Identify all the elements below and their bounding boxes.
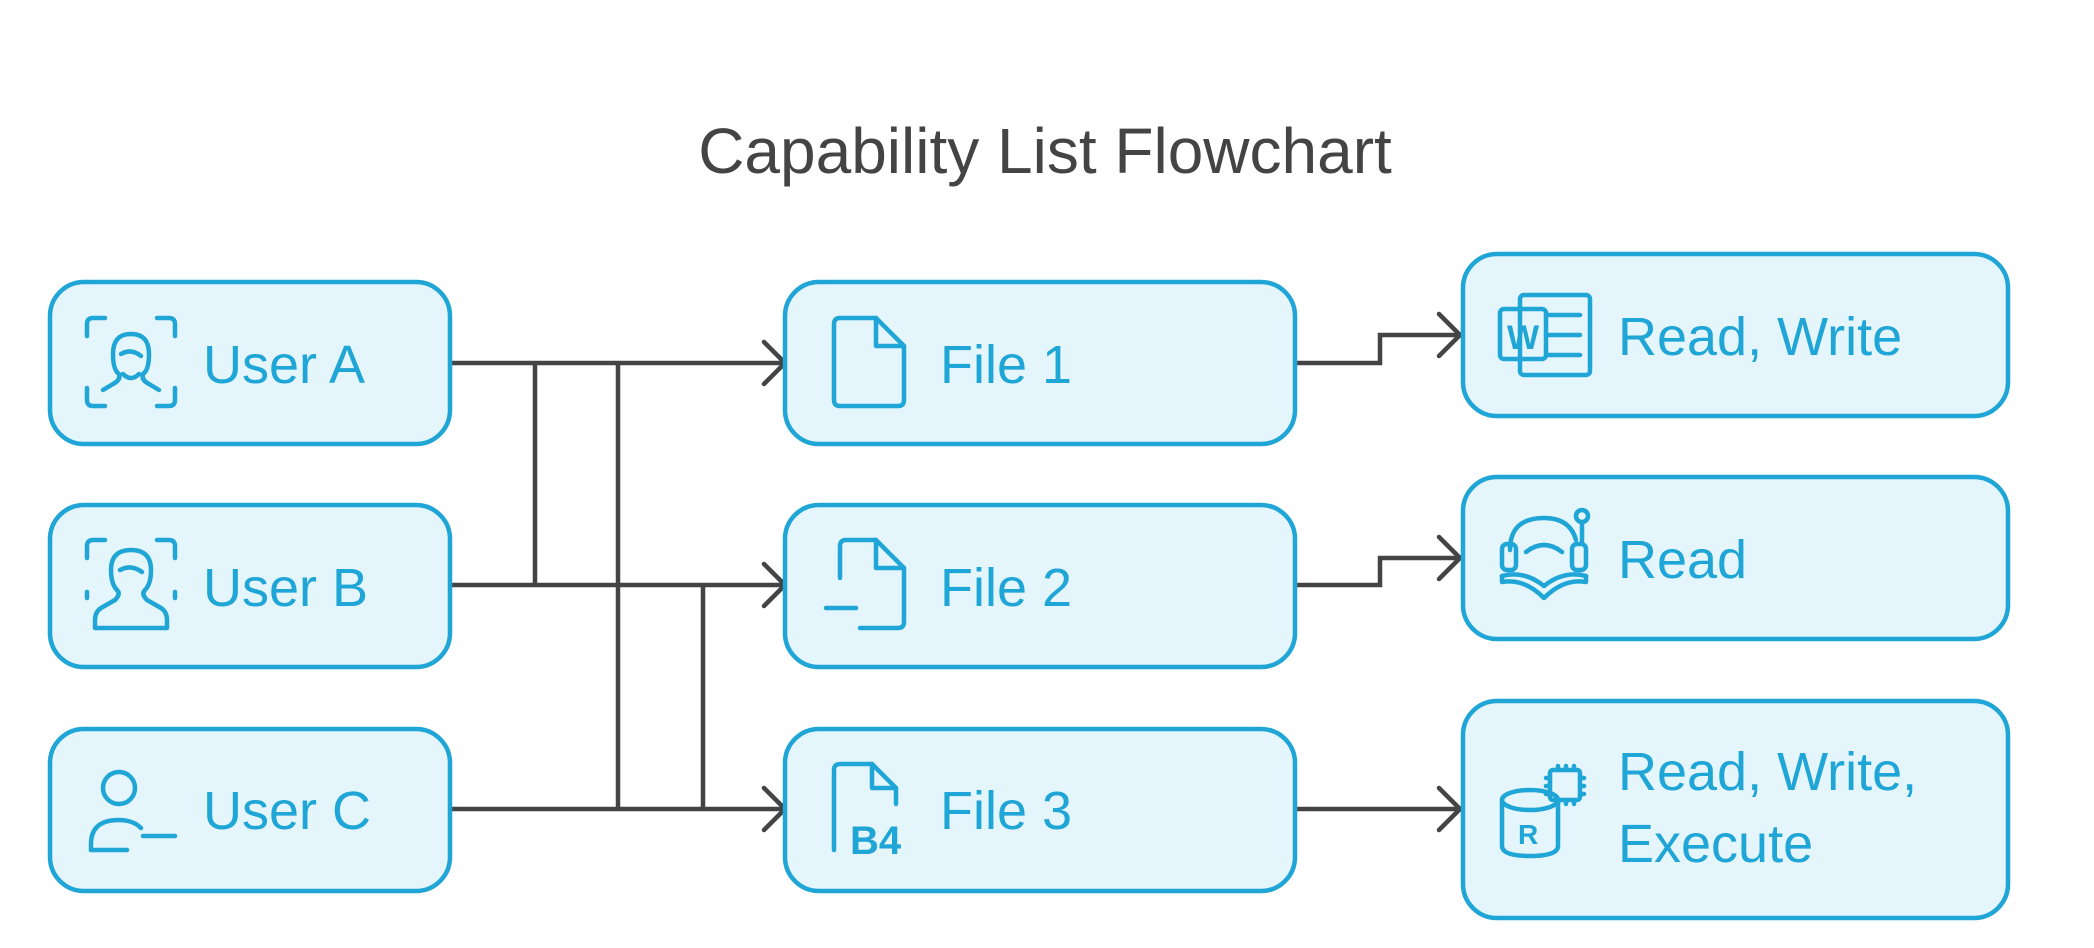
connectors bbox=[450, 311, 1463, 833]
reading-headset-icon bbox=[1499, 507, 1591, 601]
file-icon bbox=[831, 315, 907, 409]
user-face-scan-icon bbox=[84, 315, 178, 409]
file-2-label: File 2 bbox=[940, 558, 1072, 618]
connector-file-2-read bbox=[1295, 555, 1460, 588]
database-chip-icon: R bbox=[1499, 763, 1587, 859]
word-document-icon-text: W bbox=[1507, 319, 1540, 357]
file-3-label: File 3 bbox=[940, 781, 1072, 841]
read-label: Read bbox=[1618, 530, 1747, 590]
connector-file-1-read-write bbox=[1295, 332, 1460, 366]
file-node-file-3[interactable]: B4 File 3 bbox=[782, 726, 1298, 894]
file-1-label: File 1 bbox=[940, 335, 1072, 395]
read-write-label: Read, Write bbox=[1618, 307, 1902, 367]
arrowhead-read-write-execute bbox=[1436, 785, 1463, 833]
diagram-title: Capability List Flowchart bbox=[698, 115, 1392, 187]
user-minus-icon bbox=[88, 769, 178, 853]
word-document-icon: W bbox=[1497, 292, 1593, 378]
arrowhead-read-write bbox=[1436, 311, 1463, 359]
read-write-execute-label-line-1: Read, Write, bbox=[1618, 742, 1917, 802]
user-a-label: User A bbox=[203, 335, 365, 395]
user-c-label: User C bbox=[203, 781, 371, 841]
user-node-user-a[interactable]: User A bbox=[47, 279, 453, 447]
user-node-user-c[interactable]: User C bbox=[47, 726, 453, 894]
arrowhead-read bbox=[1436, 534, 1463, 582]
capability-node-read-write[interactable]: W Read, Write bbox=[1460, 251, 2011, 419]
capability-node-read-write-execute[interactable]: R Read, Write, Execute bbox=[1460, 698, 2011, 921]
file-node-file-2[interactable]: File 2 bbox=[782, 502, 1298, 670]
user-face-scan-icon bbox=[84, 537, 178, 631]
capability-node-read[interactable]: Read bbox=[1460, 474, 2011, 642]
user-b-label: User B bbox=[203, 558, 368, 618]
database-chip-icon-text: R bbox=[1518, 819, 1538, 850]
file-minus-icon bbox=[823, 537, 907, 631]
file-b4-icon: B4 bbox=[831, 761, 902, 863]
user-node-user-b[interactable]: User B bbox=[47, 502, 453, 670]
file-node-file-1[interactable]: File 1 bbox=[782, 279, 1298, 447]
read-write-execute-label-line-2: Execute bbox=[1618, 814, 1813, 874]
file-b4-icon-text: B4 bbox=[850, 819, 902, 863]
